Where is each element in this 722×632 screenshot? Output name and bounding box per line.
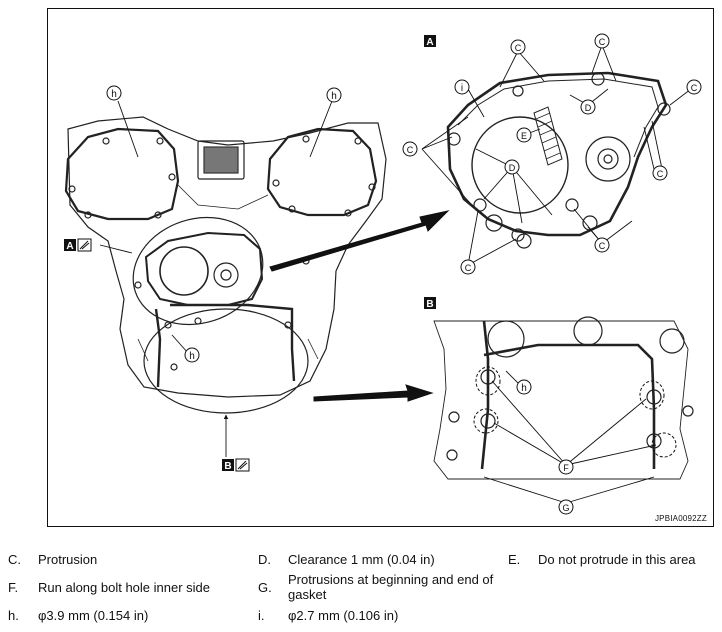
- callout-c-6: C: [460, 259, 476, 275]
- main-view-h-leaders: [117, 100, 333, 354]
- svg-text:C: C: [465, 263, 472, 273]
- view-marker-leaders: [99, 244, 229, 457]
- callout-c-2: C: [594, 33, 610, 49]
- svg-text:h: h: [189, 351, 195, 362]
- svg-text:F: F: [563, 463, 569, 473]
- inset-b-label: B: [426, 299, 433, 310]
- gasket-diagram-figure: A B A B h h h h i C C C C C C C D D E F …: [47, 8, 714, 527]
- callout-d-1: D: [580, 99, 596, 115]
- callout-c-7: C: [594, 237, 610, 253]
- diagram-canvas: A B A B h h h h i C C C C C C C D D E F …: [64, 33, 702, 515]
- callout-c-1: C: [510, 39, 526, 55]
- pencil-icon: [79, 240, 90, 250]
- callout-c-3: C: [686, 79, 702, 95]
- inset-b-leaders: [483, 370, 657, 504]
- svg-text:D: D: [509, 163, 516, 173]
- callout-h-3: h: [184, 347, 200, 363]
- main-marker-b-label: B: [224, 461, 231, 472]
- front-cover-main-view: [64, 116, 387, 414]
- callout-h-1: h: [106, 85, 122, 101]
- inset-a-water-pump: [446, 71, 671, 249]
- svg-text:h: h: [331, 91, 337, 102]
- callout-d-2: D: [504, 159, 520, 175]
- callout-h-4: h: [516, 379, 532, 395]
- callout-c-5: C: [402, 141, 418, 157]
- svg-text:C: C: [691, 83, 698, 93]
- svg-text:C: C: [407, 145, 414, 155]
- callout-h-2: h: [326, 87, 342, 103]
- callout-f: F: [558, 459, 574, 475]
- legend: C. Protrusion D. Clearance 1 mm (0.04 in…: [8, 552, 696, 623]
- svg-text:h: h: [111, 89, 117, 100]
- view-labels: A B A B: [64, 35, 436, 472]
- svg-text:i: i: [461, 83, 463, 94]
- zoom-arrows: [269, 210, 450, 402]
- svg-text:C: C: [515, 43, 522, 53]
- callout-i: i: [454, 79, 470, 95]
- inset-a-leaders: [421, 44, 692, 266]
- circled-callouts: h h h h i C C C C C C C D D E F G: [106, 33, 702, 515]
- svg-text:C: C: [599, 37, 606, 47]
- inset-b-lower-cover: [433, 316, 694, 480]
- inset-a-label: A: [426, 37, 433, 48]
- svg-text:h: h: [521, 383, 527, 394]
- svg-text:C: C: [599, 241, 606, 251]
- callout-g: G: [558, 499, 574, 515]
- svg-text:G: G: [562, 503, 569, 513]
- callout-e: E: [516, 127, 532, 143]
- main-marker-a-label: A: [66, 241, 73, 252]
- callout-c-4: C: [652, 165, 668, 181]
- svg-text:E: E: [521, 131, 527, 141]
- figure-id: JPBIA0092ZZ: [654, 514, 707, 523]
- svg-text:C: C: [657, 169, 664, 179]
- svg-text:D: D: [585, 103, 592, 113]
- inset-b-dashed-zones: [473, 366, 677, 458]
- pencil-icon: [237, 460, 248, 470]
